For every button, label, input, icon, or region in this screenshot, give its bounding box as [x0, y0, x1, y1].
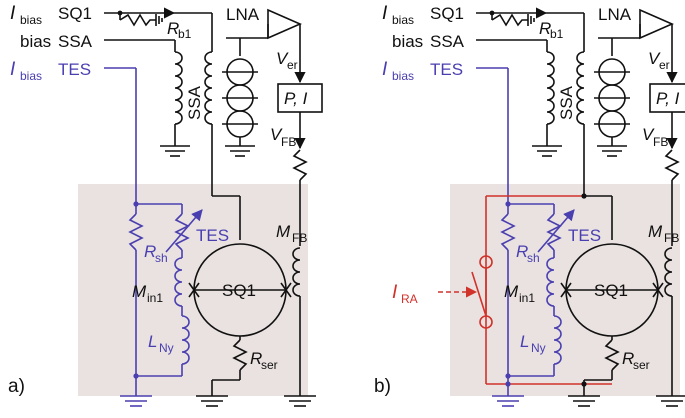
label-ver-sub: er — [287, 58, 298, 72]
label-ibias-sq1: I — [10, 3, 16, 24]
label-lny-sub: Ny — [159, 341, 174, 355]
label-rser: R — [622, 349, 634, 368]
label-ssa-input: SSA — [58, 32, 93, 51]
label-lny: L — [520, 332, 529, 351]
label-ver: V — [276, 49, 289, 68]
panel-b-tag: b) — [374, 376, 391, 397]
label-ssa-coil: SSA — [557, 85, 576, 120]
label-mfb-sub: FB — [664, 231, 679, 245]
label-mfb-sub: FB — [292, 231, 307, 245]
label-rb1: R — [539, 19, 551, 38]
label-sq1-input: SQ1 — [58, 4, 92, 23]
label-ssa-input: SSA — [430, 32, 465, 51]
panel-a-tag: a) — [8, 376, 25, 397]
label-rb1: R — [167, 19, 179, 38]
label-ira-sub: RA — [401, 292, 418, 306]
panel-b-labels: I bias SQ1 bias SSA I bias TES R b1 LNA … — [374, 3, 680, 397]
label-rb1-sub: b1 — [178, 27, 192, 41]
label-ver: V — [648, 49, 661, 68]
label-rser-sub: ser — [261, 358, 278, 372]
label-rsh-sub: sh — [527, 251, 540, 265]
label-min1-sub: in1 — [147, 291, 163, 305]
label-sq1-junction: SQ1 — [594, 281, 628, 300]
panel-a-labels: I bias SQ1 bias SSA I bias TES R b1 LNA … — [8, 3, 308, 397]
label-ibias-tes-sub: bias — [392, 69, 414, 83]
label-ibias-tes: I — [10, 59, 16, 80]
label-mfb: M — [648, 222, 663, 241]
label-ibias-sq1: I — [382, 3, 388, 24]
label-tes: TES — [196, 226, 229, 245]
label-tes-input: TES — [58, 60, 91, 79]
label-rsh: R — [144, 242, 156, 261]
label-ver-sub: er — [659, 58, 670, 72]
label-ibias-tes-sub: bias — [20, 69, 42, 83]
label-pi-box: P, I — [656, 89, 680, 108]
label-min1: M — [504, 282, 519, 301]
label-ibias-sq1-sub: bias — [20, 13, 42, 27]
label-tes: TES — [568, 226, 601, 245]
panel-a: I bias SQ1 bias SSA I bias TES R b1 LNA … — [8, 3, 322, 406]
label-bias-ssa: bias — [392, 32, 423, 51]
ra-branch — [438, 193, 612, 387]
label-pi-box: P, I — [284, 89, 308, 108]
label-lny-sub: Ny — [531, 341, 546, 355]
label-ibias-sq1-sub: bias — [392, 13, 414, 27]
label-ibias-tes: I — [382, 59, 388, 80]
label-sq1-input: SQ1 — [430, 4, 464, 23]
label-tes-input: TES — [430, 60, 463, 79]
label-mfb: M — [276, 222, 291, 241]
label-rsh-sub: sh — [155, 251, 168, 265]
label-vfb: V — [270, 125, 283, 144]
label-lna: LNA — [598, 5, 632, 24]
label-rsh: R — [516, 242, 528, 261]
panel-b: I bias SQ1 bias SSA I bias TES R b1 LNA … — [374, 3, 685, 406]
label-vfb-sub: FB — [281, 135, 296, 149]
label-rser: R — [250, 349, 262, 368]
label-rser-sub: ser — [633, 358, 650, 372]
label-min1: M — [132, 282, 147, 301]
label-min1-sub: in1 — [519, 291, 535, 305]
label-vfb: V — [642, 125, 655, 144]
label-vfb-sub: FB — [653, 135, 668, 149]
label-ssa-coil: SSA — [185, 85, 204, 120]
label-sq1-junction: SQ1 — [222, 281, 256, 300]
label-lny: L — [148, 332, 157, 351]
label-rb1-sub: b1 — [550, 27, 564, 41]
label-bias-ssa: bias — [20, 32, 51, 51]
label-lna: LNA — [226, 5, 260, 24]
label-ira: I — [392, 282, 398, 303]
